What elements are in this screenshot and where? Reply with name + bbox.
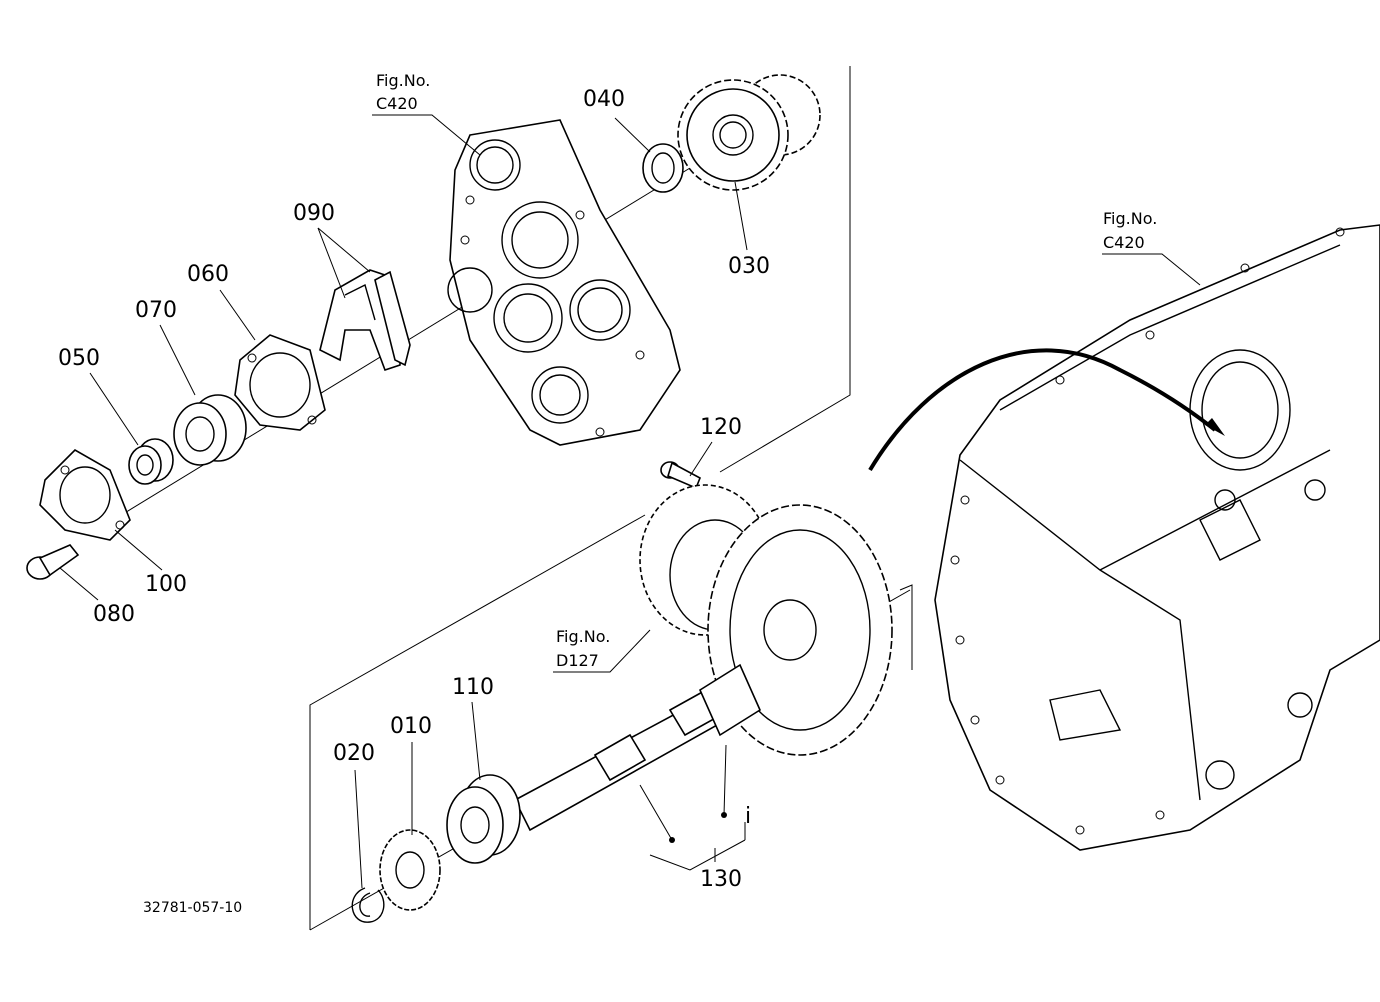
fig-ref-1-line1: Fig.No. xyxy=(376,71,430,90)
diagram-code: 32781-057-10 xyxy=(143,900,242,916)
label-110: 110 xyxy=(452,675,494,700)
fig-ref-3-line2: D127 xyxy=(556,651,599,670)
label-050: 050 xyxy=(58,346,100,371)
label-010: 010 xyxy=(390,714,432,739)
pinion-shaft-130 xyxy=(513,663,762,832)
seal-040 xyxy=(642,143,684,193)
fig-ref-3-line1: Fig.No. xyxy=(556,627,610,646)
bevel-ring-gear xyxy=(707,504,893,756)
bolt-120 xyxy=(660,461,702,490)
label-060: 060 xyxy=(187,262,229,287)
flange-060 xyxy=(234,334,326,431)
housing-cover-plate xyxy=(447,119,681,446)
bearing-070 xyxy=(173,394,247,466)
fig-ref-2-line2: C420 xyxy=(1103,233,1145,252)
label-090: 090 xyxy=(293,201,335,226)
arrow-head xyxy=(1205,418,1225,436)
gear-010 xyxy=(379,829,441,911)
fig-ref-1-line2: C420 xyxy=(376,94,418,113)
label-080: 080 xyxy=(93,602,135,627)
plate-100 xyxy=(39,449,131,541)
label-130: 130 xyxy=(700,867,742,892)
snap-ring-020 xyxy=(351,887,385,923)
gear-030 xyxy=(677,74,821,191)
label-030: 030 xyxy=(728,254,770,279)
label-070: 070 xyxy=(135,298,177,323)
bushing-050 xyxy=(128,438,174,485)
transmission-case xyxy=(934,224,1380,851)
bearing-110 xyxy=(446,774,521,864)
dot-marker xyxy=(721,812,727,818)
label-120: 120 xyxy=(700,415,742,440)
label-100: 100 xyxy=(145,572,187,597)
dot-marker xyxy=(669,837,675,843)
bolt-080 xyxy=(26,544,80,580)
label-020: 020 xyxy=(333,741,375,766)
fig-ref-2-line1: Fig.No. xyxy=(1103,209,1157,228)
label-040: 040 xyxy=(583,87,625,112)
assembly-frame xyxy=(309,66,911,931)
leader-lines xyxy=(59,114,1201,889)
label-marker-i: i xyxy=(745,804,751,829)
assembly-arrow xyxy=(868,348,1217,472)
shift-fork-090 xyxy=(319,269,411,372)
